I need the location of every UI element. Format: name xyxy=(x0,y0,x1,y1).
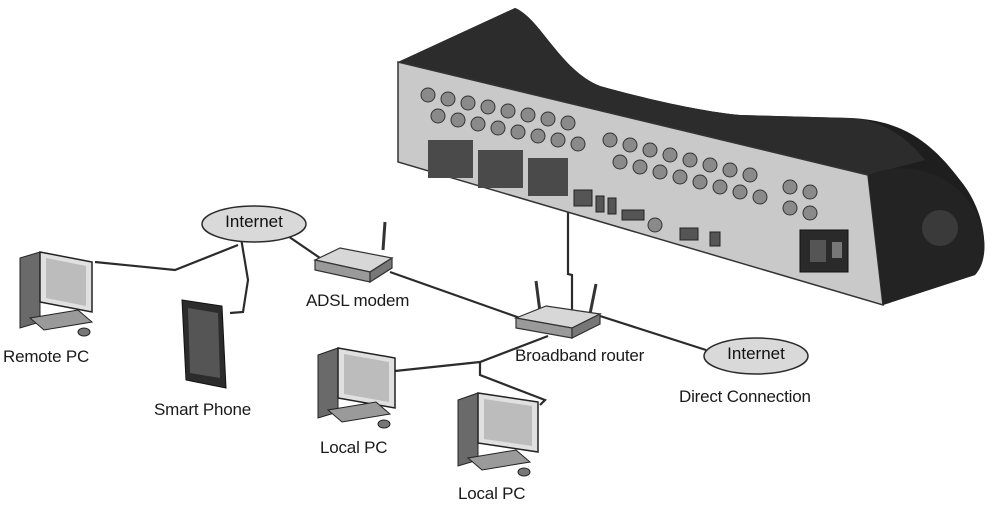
line-modem-router xyxy=(389,270,521,320)
internet-oval-right-label: Internet xyxy=(727,344,785,363)
local-pc-icon-2 xyxy=(457,392,539,477)
direct-connection-label: Direct Connection xyxy=(679,387,811,406)
line-remotepc-internet xyxy=(94,243,239,272)
line-router-localpc2 xyxy=(478,362,547,406)
local-pc-label-2: Local PC xyxy=(458,484,526,503)
adsl-modem-icon xyxy=(313,221,394,284)
internet-oval-right-shape xyxy=(703,337,809,375)
broadband-router-icon xyxy=(513,280,602,339)
internet-oval-left-label: Internet xyxy=(225,212,283,231)
smart-phone-icon xyxy=(181,299,227,389)
line-router-dvr xyxy=(566,196,578,318)
remote-pc-icon xyxy=(19,251,94,337)
local-pc-icon xyxy=(317,347,396,429)
line-router-internet xyxy=(599,314,707,352)
adsl-modem-label: ADSL modem xyxy=(306,291,410,310)
dvr-recorder-icon xyxy=(397,8,985,307)
broadband-router-label: Broadband router xyxy=(515,346,645,365)
remote-pc-label: Remote PC xyxy=(3,347,90,366)
local-pc-label-1: Local PC xyxy=(320,438,388,457)
internet-oval-left-shape xyxy=(201,205,307,243)
smart-phone-label: Smart Phone xyxy=(154,400,252,419)
line-phone-internet xyxy=(229,231,250,315)
